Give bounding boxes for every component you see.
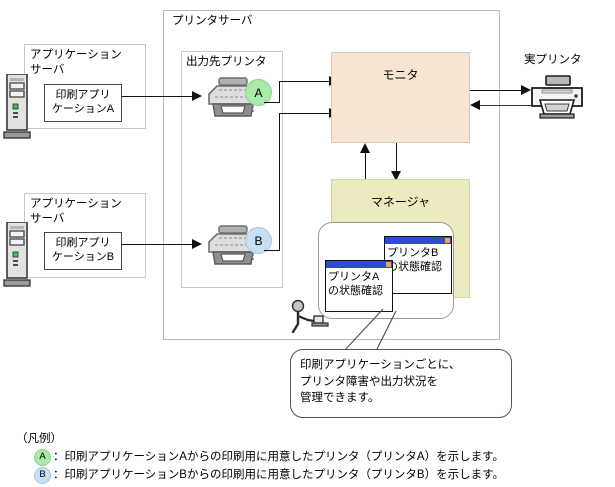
window-a-titlebar bbox=[326, 261, 392, 268]
legend-text-b: ：印刷アプリケーションBからの印刷用に用意したプリンタ（プリンタB）を示します。 bbox=[53, 468, 504, 481]
window-printer-b[interactable]: プリンタB の状態確認 bbox=[384, 236, 452, 294]
app-a-module-box bbox=[44, 84, 122, 122]
legend: （凡例） A ：印刷アプリケーションAからの印刷用に用意したプリンタ（プリンタA… bbox=[16, 431, 504, 485]
printer-icon bbox=[203, 76, 261, 120]
real-printer-label: 実プリンタ bbox=[524, 54, 582, 66]
monitor-to-printer-line bbox=[470, 90, 527, 91]
printer-to-monitor-line bbox=[479, 105, 531, 106]
person-at-desk-icon bbox=[288, 300, 332, 334]
window-printer-a[interactable]: プリンタA の状態確認 bbox=[325, 260, 393, 312]
printer-icon bbox=[203, 224, 261, 268]
app-server-a-title: アプリケーション サーバ bbox=[30, 49, 122, 76]
route-a-to-monitor bbox=[279, 81, 334, 82]
arrow-line-app-a bbox=[122, 96, 197, 97]
arrow-head-down-manager bbox=[391, 171, 401, 181]
legend-text-a: ：印刷アプリケーションAからの印刷用に用意したプリンタ（プリンタA）を示します。 bbox=[53, 450, 504, 463]
app-b-module-box bbox=[44, 232, 122, 270]
printer-b-badge: B bbox=[245, 227, 272, 254]
app-b-module-label: 印刷アプリ ケーションB bbox=[51, 237, 115, 264]
arrow-line-app-b bbox=[122, 244, 197, 245]
printer-a-badge: A bbox=[245, 79, 272, 106]
arrow-head-app-a bbox=[192, 91, 202, 101]
window-a-label: プリンタA の状態確認 bbox=[328, 271, 383, 297]
monitor-label: モニタ bbox=[382, 68, 419, 82]
route-b-stub bbox=[264, 250, 280, 251]
app-a-module-label: 印刷アプリ ケーションA bbox=[51, 89, 115, 116]
route-b-to-monitor bbox=[279, 113, 334, 114]
server-tower-icon bbox=[3, 74, 33, 142]
manager-to-monitor-line bbox=[365, 152, 366, 182]
printer-icon bbox=[526, 74, 588, 120]
callout-text: 印刷アプリケーションごとに、 プリンタ障害や出力状況を 管理できます。 bbox=[300, 359, 461, 405]
legend-badge-b: B bbox=[34, 467, 51, 485]
route-a-stub bbox=[264, 102, 280, 103]
legend-badge-a: A bbox=[34, 449, 51, 467]
legend-row: A ：印刷アプリケーションAからの印刷用に用意したプリンタ（プリンタA）を示しま… bbox=[16, 449, 504, 467]
route-b-riser bbox=[279, 113, 280, 251]
legend-row: B ：印刷アプリケーションBからの印刷用に用意したプリンタ（プリンタB）を示しま… bbox=[16, 467, 504, 485]
app-server-b-title: アプリケーション サーバ bbox=[30, 198, 122, 225]
server-tower-icon bbox=[3, 222, 33, 290]
callout-box: 印刷アプリケーションごとに、 プリンタ障害や出力状況を 管理できます。 bbox=[290, 349, 512, 418]
manager-label: マネージャ bbox=[370, 195, 431, 209]
callout-leader bbox=[320, 305, 430, 353]
legend-title: （凡例） bbox=[16, 433, 62, 445]
monitor-to-manager-line bbox=[396, 143, 397, 173]
arrow-head-up-monitor bbox=[360, 143, 370, 153]
window-b-label: プリンタB の状態確認 bbox=[387, 247, 442, 273]
monitor-box bbox=[331, 52, 470, 143]
window-b-titlebar bbox=[385, 237, 451, 244]
arrow-head-real-printer bbox=[521, 85, 531, 95]
output-printers-title: 出力先プリンタ bbox=[186, 56, 267, 68]
arrow-head-app-b bbox=[192, 239, 202, 249]
route-a-riser bbox=[279, 81, 280, 103]
arrow-head-monitor-back bbox=[470, 100, 480, 110]
printer-server-title: プリンタサーバ bbox=[172, 15, 253, 27]
